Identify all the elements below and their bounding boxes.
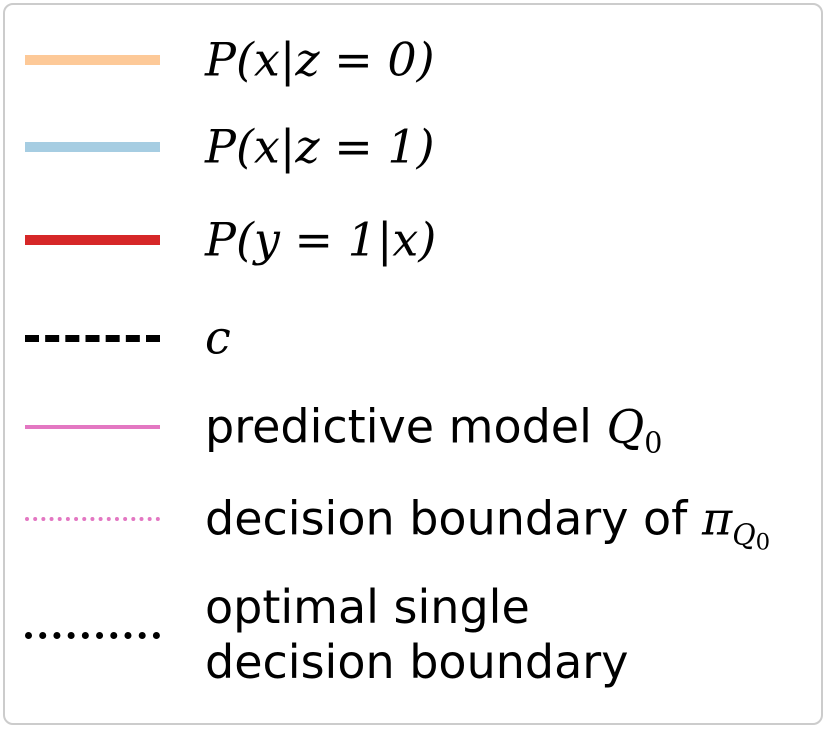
legend-entry-optimal-single-boundary: optimal single decision boundary [5,580,825,690]
legend-entry-c: c [5,308,825,368]
legend-swatch-pink-dotted-line [25,517,160,521]
legend-label-optimal-single-boundary: optimal single decision boundary [205,579,629,689]
legend-swatch-blue-line [25,142,160,152]
legend-label-p-y1-given-x: P(y = 1|x) [205,212,437,267]
legend-swatch-black-dashed-line [25,335,160,342]
legend-swatch-orange-line [25,55,160,65]
legend-entry-p-x-given-z0: P(x|z = 0) [5,30,825,90]
legend-label-p-x-given-z0: P(x|z = 0) [205,32,435,87]
legend-label-c: c [205,310,231,365]
legend-swatch-pink-line [25,425,160,429]
legend-box: P(x|z = 0) P(x|z = 1) P(y = 1|x) c predi… [3,3,823,725]
legend-entry-decision-boundary-of-pi: decision boundary of πQ0 [5,489,825,556]
legend-swatch-red-line [25,235,160,245]
legend-swatch-black-dotted-line [25,632,160,639]
legend-label-predictive-model: predictive model Q0 [205,399,663,460]
legend-entry-p-y1-given-x: P(y = 1|x) [5,210,825,270]
legend-entry-predictive-model: predictive model Q0 [5,397,825,457]
legend-label-p-x-given-z1: P(x|z = 1) [205,119,435,174]
legend-entry-p-x-given-z1: P(x|z = 1) [5,117,825,177]
legend-label-decision-boundary-of-pi: decision boundary of πQ0 [205,491,771,556]
